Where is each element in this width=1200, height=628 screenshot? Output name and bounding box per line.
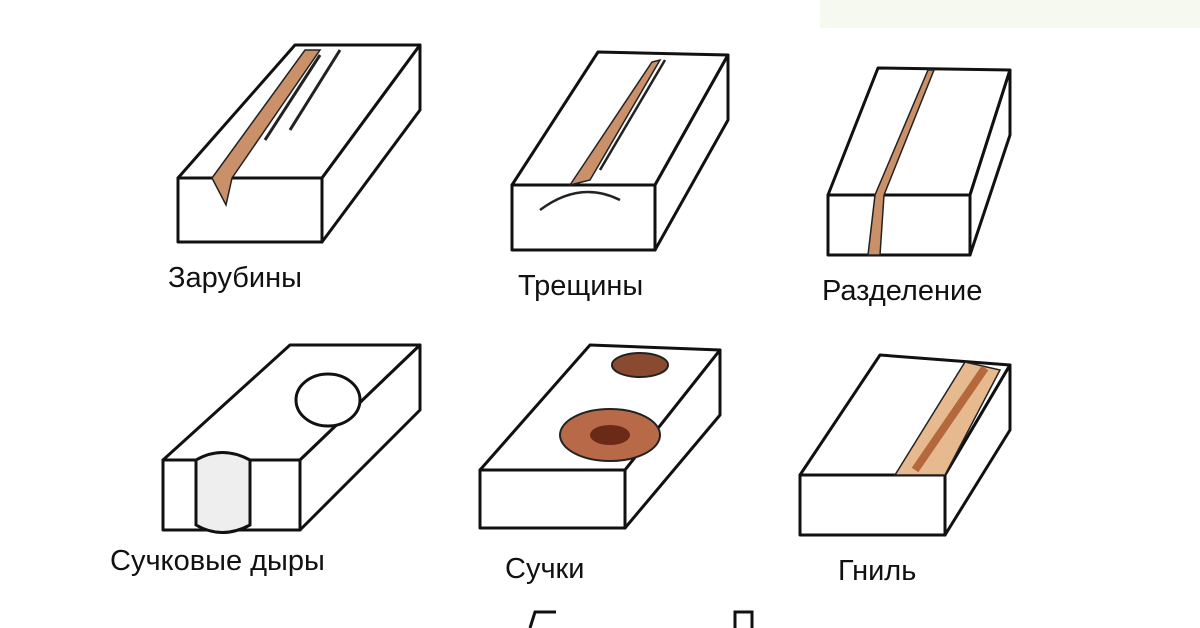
block-cracks — [510, 50, 730, 252]
label-knots: Сучки — [505, 553, 585, 585]
block-splits — [826, 66, 1012, 257]
label-notches: Зарубины — [168, 262, 302, 294]
block-notches — [176, 43, 422, 244]
label-cracks: Трещины — [518, 270, 644, 302]
label-splits: Разделение — [822, 275, 983, 307]
block-knots — [478, 343, 722, 530]
label-rot: Гниль — [838, 555, 917, 587]
label-knot-holes: Сучковые дыры — [110, 545, 325, 577]
block-knot-holes — [161, 343, 422, 534]
block-rot — [798, 353, 1012, 537]
